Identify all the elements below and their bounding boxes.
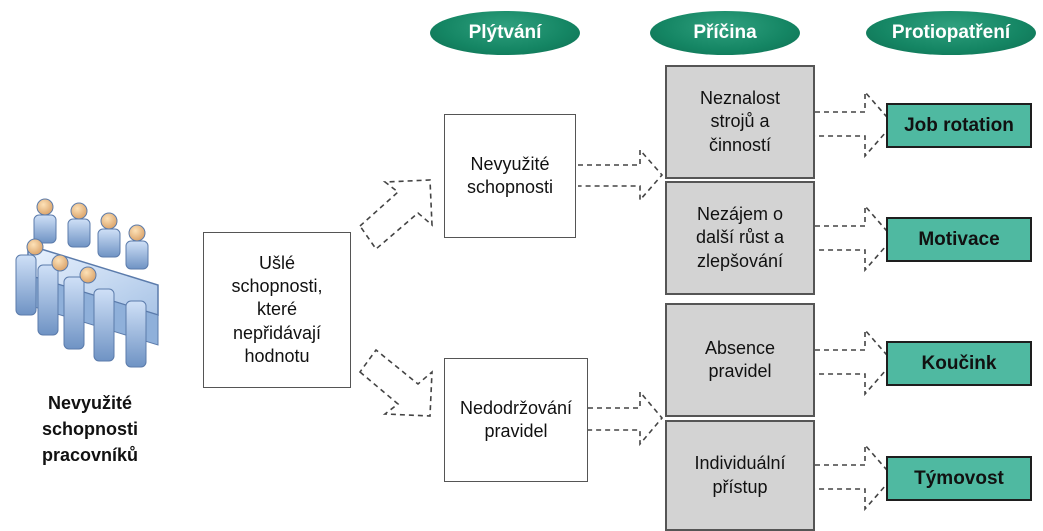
arrow-root-to-waste-2 — [358, 348, 433, 417]
root-box: Ušlé schopnosti, které nepřidávají hodno… — [203, 232, 351, 388]
header-cause: Příčina — [650, 11, 800, 55]
arrow-waste-2-to-causes — [588, 389, 664, 447]
cause-box-2: Nezájem o další růst a zlepšování — [665, 181, 815, 295]
cause-box-1: Neznalost strojů a činností — [665, 65, 815, 179]
arrow-cause-3-to-measure-3 — [815, 327, 895, 397]
arrow-cause-2-to-measure-2 — [815, 203, 895, 273]
countermeasure-box-3: Koučink — [886, 341, 1032, 386]
meeting-people-icon — [8, 185, 168, 390]
cause-box-3: Absence pravidel — [665, 303, 815, 417]
countermeasure-box-1: Job rotation — [886, 103, 1032, 148]
arrow-root-to-waste-1 — [358, 179, 433, 251]
cause-box-4: Individuální přístup — [665, 420, 815, 531]
waste-box-1: Nevyužité schopnosti — [444, 114, 576, 238]
arrow-cause-1-to-measure-1 — [815, 89, 895, 159]
arrow-waste-1-to-causes — [578, 147, 664, 203]
header-waste: Plýtvání — [430, 11, 580, 55]
countermeasure-box-4: Týmovost — [886, 456, 1032, 501]
source-caption: Nevyužité schopnosti pracovníků — [41, 393, 139, 466]
waste-box-2: Nedodržování pravidel — [444, 358, 588, 482]
header-countermeasure: Protiopatření — [866, 11, 1036, 55]
countermeasure-box-2: Motivace — [886, 217, 1032, 262]
arrow-cause-4-to-measure-4 — [815, 442, 895, 512]
